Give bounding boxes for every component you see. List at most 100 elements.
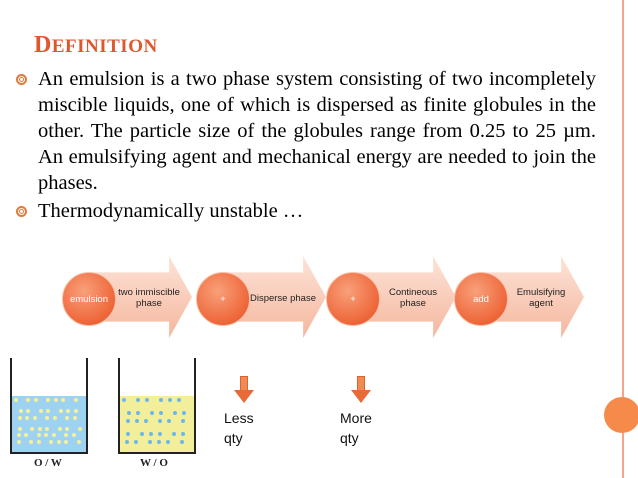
beaker-label-ow: O / W	[34, 457, 62, 469]
globule	[64, 433, 69, 438]
globule	[173, 411, 177, 415]
flow-arrow-text: Emulsifying agent	[516, 287, 566, 309]
arrow-head	[351, 390, 371, 403]
arrow-shaft	[240, 376, 248, 391]
globule	[37, 427, 42, 431]
globule	[181, 419, 185, 423]
globule	[145, 398, 149, 402]
globule	[25, 415, 30, 420]
globule	[135, 419, 139, 423]
globule	[73, 398, 78, 402]
globule	[140, 432, 144, 436]
arrow-head	[234, 390, 254, 403]
quantity-label-less: Less qty	[224, 408, 254, 448]
globule	[51, 433, 56, 438]
globule	[29, 439, 34, 444]
title-rest: EFINITION	[51, 36, 158, 57]
bullet-item-definition: An emulsion is a two phase system consis…	[16, 66, 596, 196]
globule	[150, 411, 154, 415]
globule	[136, 398, 140, 402]
globule	[144, 419, 148, 423]
globule	[45, 427, 50, 431]
globule	[136, 411, 140, 415]
bullet-ring-icon	[16, 206, 27, 217]
beaker-walls	[10, 358, 88, 454]
flow-step-emulsifier: add Emulsifying agent	[454, 256, 584, 338]
oil-phase	[120, 396, 194, 452]
globule	[126, 432, 130, 436]
globule	[71, 433, 76, 438]
flow-arrow-text: Disperse phase	[249, 292, 316, 304]
globule	[158, 419, 162, 423]
globule	[36, 439, 41, 444]
globule	[53, 398, 58, 402]
globule	[57, 427, 62, 431]
flow-step-emulsion: emulsion two immiscible phase	[62, 256, 192, 338]
beaker-oil-in-water	[10, 358, 88, 454]
globule	[56, 439, 61, 444]
slide-title: DEFINITION	[34, 32, 158, 59]
flow-circle: +	[196, 272, 250, 326]
globule	[168, 398, 172, 402]
globule	[46, 398, 51, 402]
qty-line: qty	[340, 430, 359, 446]
globule	[19, 409, 23, 414]
globule	[26, 409, 31, 414]
globule	[18, 415, 22, 420]
globule	[77, 427, 82, 431]
globule	[122, 398, 126, 402]
globule	[64, 439, 69, 444]
bullet-item-stability: Thermodynamically unstable …	[16, 198, 596, 224]
globule	[166, 440, 170, 444]
flow-arrow-text: Contineous phase	[388, 287, 438, 309]
globule	[134, 440, 138, 444]
flow-step-continuous: + Contineous phase	[326, 256, 456, 338]
globule	[159, 411, 163, 415]
globule	[24, 433, 29, 438]
arrow-shaft	[357, 376, 365, 391]
globule	[66, 409, 71, 414]
title-initial: D	[34, 32, 52, 58]
beaker-water-in-oil	[118, 358, 196, 454]
globule	[45, 415, 50, 420]
globule	[14, 398, 18, 402]
globule	[17, 433, 21, 438]
flow-arrow-text: two immiscible phase	[118, 287, 180, 309]
globule	[177, 398, 181, 402]
quantity-label-more: More qty	[340, 408, 372, 448]
flow-step-disperse: + Disperse phase	[196, 256, 326, 338]
globule	[49, 439, 54, 444]
globule	[167, 419, 171, 423]
beaker-label-wo: W / O	[140, 457, 168, 469]
globule	[73, 409, 78, 414]
bullet-text: Thermodynamically unstable …	[38, 200, 304, 222]
globule	[126, 419, 130, 423]
globule	[17, 439, 21, 444]
globule	[127, 411, 131, 415]
globule	[149, 432, 153, 436]
bullet-text: An emulsion is a two phase system consis…	[38, 68, 596, 194]
flow-circle: +	[326, 272, 380, 326]
beaker-walls	[118, 358, 196, 454]
globule	[180, 440, 184, 444]
globule	[72, 415, 77, 420]
water-phase	[12, 396, 86, 452]
globule	[182, 411, 186, 415]
globule	[38, 409, 43, 414]
qty-line: More	[340, 410, 372, 426]
border-line	[622, 0, 624, 478]
globule	[30, 427, 35, 431]
globule	[26, 398, 31, 402]
decorative-orange-dot	[604, 397, 638, 433]
flow-circle: emulsion	[62, 272, 116, 326]
globule	[159, 398, 163, 402]
globule	[76, 439, 81, 444]
slide-right-border	[604, 0, 638, 478]
globule	[65, 415, 70, 420]
globule	[148, 440, 152, 444]
globule	[32, 415, 37, 420]
process-flow: emulsion two immiscible phase + Disperse…	[62, 256, 584, 338]
globule	[36, 433, 41, 438]
globule	[18, 427, 22, 431]
globule	[157, 440, 161, 444]
